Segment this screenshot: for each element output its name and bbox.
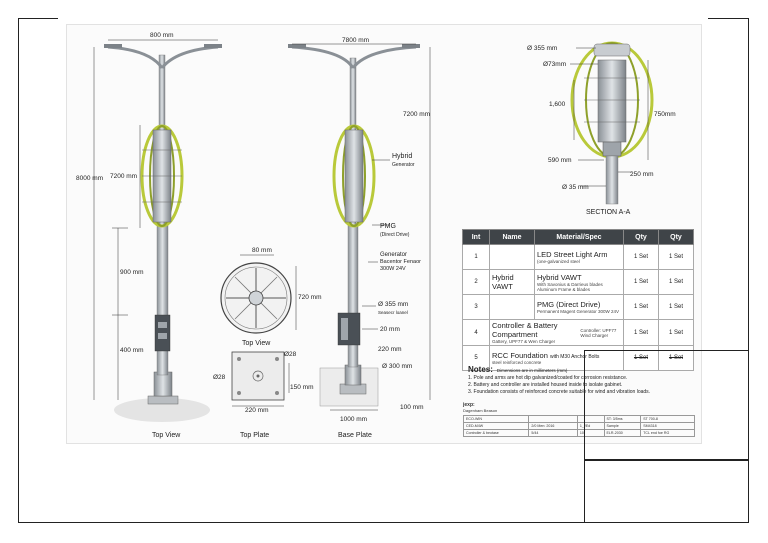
side-view-dims bbox=[93, 39, 218, 400]
title-block-table: ECO-WIN ST: 3/5ms ST 700-8 CED-M4W 2/0 M… bbox=[462, 415, 695, 437]
notes-heading: Notes: bbox=[468, 365, 493, 374]
note-item: 2. Battery and controller are installed … bbox=[468, 382, 623, 388]
dim-80: 80 mm bbox=[252, 247, 272, 254]
row-qty-2: 1 Set bbox=[658, 244, 694, 270]
dim-7200-front: 7200 mm bbox=[403, 111, 430, 118]
row-int: 3 bbox=[462, 294, 490, 320]
row-name bbox=[489, 244, 535, 270]
row-name: RCC Foundation with M30 Anchor Bolts ste… bbox=[489, 345, 624, 371]
label-generator-sub: Bacentor Fenaor bbox=[380, 259, 421, 265]
table-row: 1 LED Street Light Arm(one-galvanized st… bbox=[462, 244, 694, 270]
dim-355-front: Ø 355 mm bbox=[378, 301, 408, 308]
caption-top-view: Top View bbox=[242, 340, 271, 347]
dim-250: 250 mm bbox=[630, 171, 653, 178]
top-view-wheel bbox=[220, 254, 297, 334]
header-int: Int bbox=[462, 229, 490, 245]
row-qty-1: 1 Set bbox=[623, 319, 659, 346]
label-generator: Generator bbox=[380, 252, 407, 258]
dim-800: 800 mm bbox=[150, 32, 173, 39]
dim-300: Ø 300 mm bbox=[382, 363, 412, 370]
header-qty-1: Qty bbox=[623, 229, 659, 245]
row-qty-1: 1 Set bbox=[623, 244, 659, 270]
parts-table-header: Int Name Material/Spec Qty Qty bbox=[462, 229, 694, 245]
dim-8000: 8000 mm bbox=[76, 175, 103, 182]
caption-base-plate: Base Plate bbox=[338, 432, 372, 439]
table-row: 3 PMG (Direct Drive)Permanent Magent Gen… bbox=[462, 294, 694, 320]
caption-section-a-a: SECTION A-A bbox=[586, 209, 631, 216]
dim-220-front: 220 mm bbox=[378, 346, 401, 353]
label-generator-rating: 300W 24V bbox=[380, 266, 406, 272]
row-name bbox=[489, 294, 535, 320]
top-plate bbox=[231, 351, 290, 407]
notes: Notes:Dimensions are in millimeters (mm)… bbox=[468, 366, 693, 396]
dim-28-top: Ø28 bbox=[284, 351, 297, 358]
dim-150: 150 mm bbox=[290, 384, 313, 391]
side-view-pole bbox=[104, 44, 222, 422]
label-seal: Seasecr loanel bbox=[378, 310, 408, 315]
section-a-a bbox=[570, 41, 654, 205]
row-int: 4 bbox=[462, 319, 490, 346]
note-item: 3. Foundation consists of reinforced con… bbox=[468, 389, 651, 395]
label-pmg-direct-drive: (Direct Drive) bbox=[380, 232, 410, 238]
dim-7800: 7800 mm bbox=[342, 37, 369, 44]
header-spec: Material/Spec bbox=[534, 229, 624, 245]
caption-side-top-view: Top View bbox=[152, 432, 181, 439]
label-hybrid-generator: Generator bbox=[392, 162, 415, 168]
title-block-sub: Dagenham Beason bbox=[463, 408, 498, 413]
dim-28-left: Ø28 bbox=[213, 374, 226, 381]
row-name: Hybrid VAWT bbox=[489, 269, 535, 295]
note-item: 1. Pole and arms are hot dip galvanized/… bbox=[468, 375, 628, 381]
row-qty-1: 1 Set bbox=[623, 269, 659, 295]
dim-1600: 1,600 bbox=[549, 101, 566, 108]
dim-100: 100 mm bbox=[400, 404, 423, 411]
label-hybrid: Hybrid bbox=[392, 153, 412, 160]
dim-7200-side: 7200 mm bbox=[110, 173, 137, 180]
front-view-dims bbox=[292, 43, 431, 411]
row-qty-1: 1 Set bbox=[623, 345, 659, 371]
dim-35: Ø 35 mm bbox=[562, 184, 589, 191]
title-block-row: Controller & beotase 5/44 10 ELR-2030 TC… bbox=[462, 429, 695, 437]
dim-355-section: Ø 355 mm bbox=[527, 45, 557, 52]
title-block-logo: jexp: bbox=[463, 402, 475, 408]
dim-220-plate: 220 mm bbox=[245, 407, 268, 414]
row-qty-2: 1 Set bbox=[658, 269, 694, 295]
row-qty-2: 1 Set bbox=[658, 319, 694, 346]
header-qty-2: Qty bbox=[658, 229, 694, 245]
row-qty-2: 1 Set bbox=[658, 294, 694, 320]
row-int: 1 bbox=[462, 244, 490, 270]
dim-1000: 1000 mm bbox=[340, 416, 367, 423]
row-int: 2 bbox=[462, 269, 490, 295]
row-qty-2: 1 Set bbox=[658, 345, 694, 371]
parts-table: Int Name Material/Spec Qty Qty 1 LED Str… bbox=[462, 229, 694, 371]
frame-gap bbox=[58, 12, 708, 24]
dim-720: 720 mm bbox=[298, 294, 321, 301]
dim-20: 20 mm bbox=[380, 326, 400, 333]
table-row: 5 RCC Foundation with M30 Anchor Bolts s… bbox=[462, 345, 694, 371]
dim-590: 590 mm bbox=[548, 157, 571, 164]
row-spec: LED Street Light Arm(one-galvanized stee… bbox=[534, 244, 624, 270]
row-extra: Controller: UPF77 Wind Charger bbox=[580, 327, 617, 338]
dim-400: 400 mm bbox=[120, 347, 143, 354]
dim-73: Ø73mm bbox=[543, 61, 566, 68]
title-block: jexp: Dagenham Beason ECO-WIN ST: 3/5ms … bbox=[462, 402, 695, 437]
header-name: Name bbox=[489, 229, 535, 245]
notes-heading-sub: Dimensions are in millimeters (mm) bbox=[496, 368, 568, 373]
dim-750: 750mm bbox=[654, 111, 676, 118]
label-pmg: PMG bbox=[380, 223, 396, 230]
row-spec: PMG (Direct Drive)Permanent Magent Gener… bbox=[534, 294, 624, 320]
row-qty-1: 1 Set bbox=[623, 294, 659, 320]
dim-900: 900 mm bbox=[120, 269, 143, 276]
front-view-pole bbox=[288, 44, 420, 407]
frame-box-upper bbox=[584, 350, 749, 460]
frame-box-lower bbox=[584, 460, 749, 523]
caption-top-plate: Top Plate bbox=[240, 432, 269, 439]
